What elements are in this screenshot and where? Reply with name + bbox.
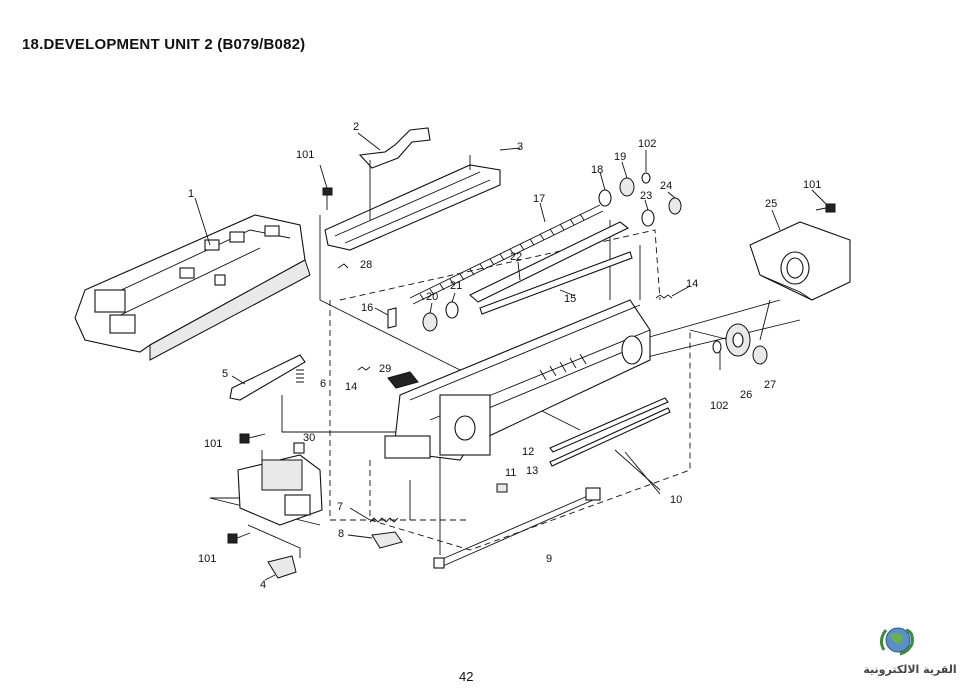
part-7-spring: [349, 507, 399, 523]
callout-101-bottom-left: 101: [198, 553, 216, 565]
part-17-auger: [409, 202, 604, 305]
callout-6: 6: [320, 378, 326, 390]
part-3-top-cover: [324, 147, 521, 251]
part-27-gear: [752, 345, 768, 365]
part-22-roller: [469, 221, 630, 303]
part-12-strip: [549, 397, 669, 453]
callout-5: 5: [222, 368, 228, 380]
part-6-spring: [296, 369, 304, 383]
callout-22: 22: [510, 251, 522, 263]
callout-7: 7: [337, 501, 343, 513]
callout-16: 16: [361, 302, 373, 314]
callout-101-mid-left: 101: [204, 438, 222, 450]
callout-101-right: 101: [803, 179, 821, 191]
watermark-text: القرية الالكترونية: [863, 663, 957, 676]
part-2-bracket: [357, 127, 431, 169]
callout-9: 9: [546, 553, 552, 565]
callout-101-top: 101: [296, 149, 314, 161]
part-26-gear: [725, 323, 751, 357]
part-24-gear: [667, 191, 682, 215]
coupling-assembly: [237, 454, 323, 526]
callout-27: 27: [764, 379, 776, 391]
callout-29: 29: [379, 363, 391, 375]
part-13-strip: [549, 407, 671, 467]
part-15-blade: [479, 251, 633, 315]
callout-11: 11: [505, 467, 516, 479]
screw-101-mid-left: [239, 433, 266, 444]
part-5-arm: [229, 354, 306, 401]
part-14-spring-left: [357, 366, 371, 371]
page-number: 42: [459, 669, 474, 684]
callout-1: 1: [188, 188, 194, 200]
callout-13: 13: [526, 465, 538, 477]
screw-101-bottom-left: [227, 532, 251, 544]
part-23-bushing: [641, 199, 655, 227]
callout-17: 17: [533, 193, 545, 205]
part-102-washer-right: [712, 340, 722, 354]
callout-26: 26: [740, 389, 752, 401]
callout-15: 15: [564, 293, 576, 305]
part-11-clip: [496, 483, 508, 493]
part-19-gear: [619, 161, 635, 197]
callout-2: 2: [353, 121, 359, 133]
part-29-plate: [387, 371, 419, 389]
part-21-collar: [445, 292, 459, 319]
callout-102-right: 102: [710, 400, 728, 412]
part-20-bushing: [422, 302, 438, 332]
callout-102-top: 102: [638, 138, 656, 150]
callout-4: 4: [260, 579, 266, 591]
watermark-logo: [879, 627, 914, 656]
callout-12: 12: [522, 446, 534, 458]
part-8-lever: [347, 531, 403, 549]
callout-21: 21: [450, 280, 462, 292]
callout-labels: 1 2 3 101 18 19 102 17 23 24 101 25 28 2…: [188, 121, 821, 591]
callout-19: 19: [614, 151, 626, 163]
callout-18: 18: [591, 164, 603, 176]
part-14-spring-right: [655, 285, 691, 299]
callout-30: 30: [303, 432, 315, 444]
part-30-bracket: [293, 442, 305, 454]
part-1-development-housing: [74, 197, 311, 361]
callout-25: 25: [765, 198, 777, 210]
callout-10: 10: [670, 494, 682, 506]
part-16-seal: [374, 307, 397, 329]
callout-28: 28: [360, 259, 372, 271]
callout-14-right: 14: [686, 278, 698, 290]
callout-20: 20: [426, 291, 438, 303]
callout-23: 23: [640, 190, 652, 202]
part-18-bushing: [598, 171, 612, 207]
part-102-washer-top: [641, 150, 651, 184]
callout-14-left: 14: [345, 381, 357, 393]
screw-101-right: [811, 189, 836, 213]
part-10-lower-casing: [384, 299, 661, 495]
callout-3: 3: [517, 141, 523, 153]
screw-101-top: [319, 164, 333, 210]
callout-24: 24: [660, 180, 672, 192]
part-9-rail: [433, 487, 601, 569]
part-28-clip: [337, 263, 349, 269]
part-25-drive-bracket: [749, 209, 851, 301]
part-4-cap: [264, 555, 297, 581]
page-title: 18.DEVELOPMENT UNIT 2 (B079/B082): [22, 36, 306, 53]
callout-8: 8: [338, 528, 344, 540]
